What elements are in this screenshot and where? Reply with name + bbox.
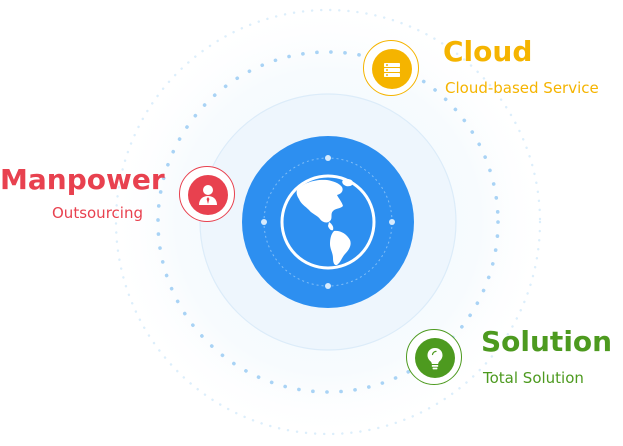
globe-icon [280, 174, 376, 270]
middle-dotted-orbit [156, 50, 500, 394]
solution-subtitle: Total Solution [483, 369, 584, 387]
outer-dotted-orbit [114, 8, 542, 436]
manpower-badge [179, 166, 235, 222]
globe-orbit-dot [325, 155, 331, 161]
person-icon [199, 185, 217, 205]
server-icon [384, 63, 400, 77]
globe-orbit-dot [389, 219, 395, 225]
lightbulb-icon [427, 348, 443, 370]
globe-orbit-dot [261, 219, 267, 225]
cloud-subtitle: Cloud-based Service [445, 79, 599, 97]
solution-badge [406, 329, 462, 385]
manpower-title: Manpower [0, 163, 165, 196]
cloud-badge [363, 40, 419, 96]
manpower-subtitle: Outsourcing [52, 204, 143, 222]
solution-title: Solution [481, 325, 613, 358]
globe-orbit-dot [325, 283, 331, 289]
cloud-title: Cloud [443, 35, 533, 68]
